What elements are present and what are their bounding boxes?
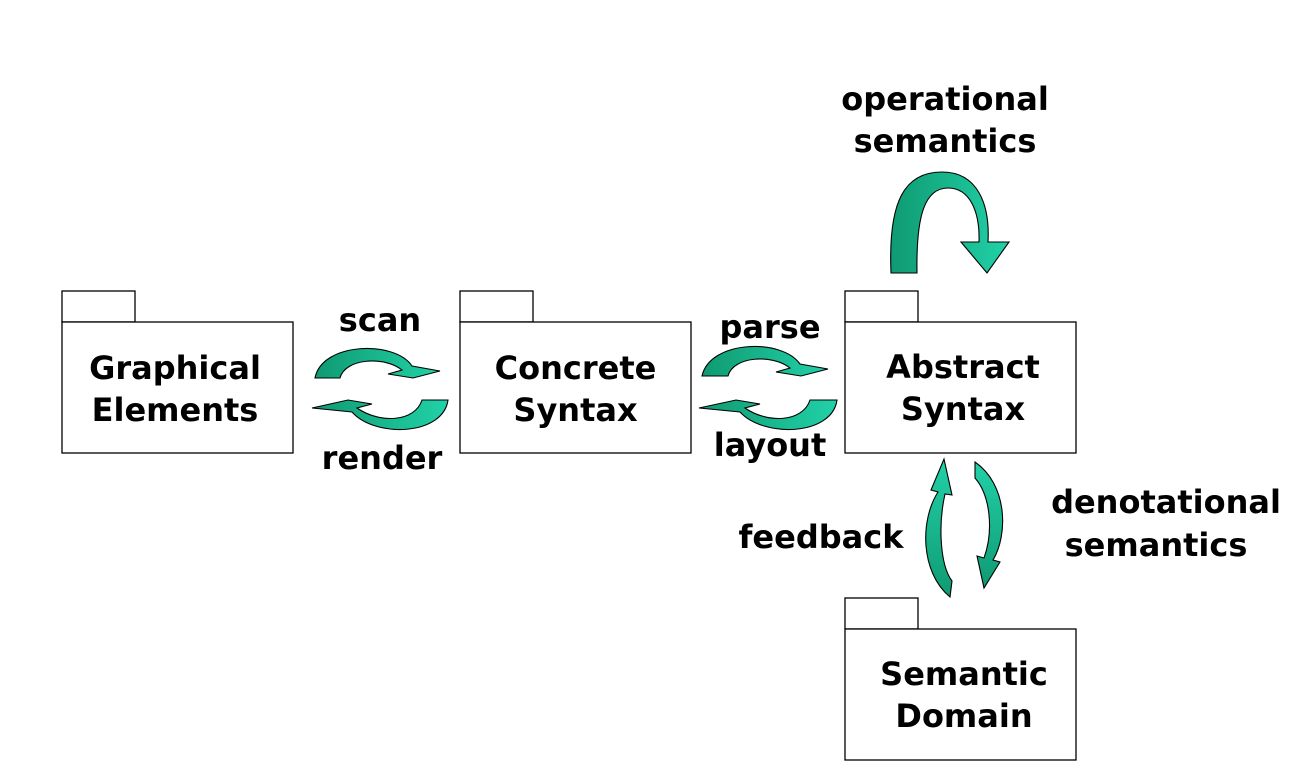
operational-label-line1: operational (841, 80, 1049, 118)
package-abstract-syntax (844, 290, 1077, 454)
package-label-line: Semantic (880, 655, 1048, 693)
package-label-line: Syntax (513, 391, 638, 429)
package-body (844, 628, 1077, 761)
parse-arrow-icon (701, 345, 829, 377)
render-label: render (321, 439, 443, 477)
denotational-label-line2: semantics (1064, 526, 1248, 564)
package-concrete-syntax (459, 290, 692, 454)
package-label-line: Concrete (494, 349, 657, 387)
package-body (844, 321, 1077, 454)
package-body (61, 321, 294, 454)
operational-label-line2: semantics (853, 122, 1037, 160)
package-body (459, 321, 692, 454)
feedback-arrow-icon (925, 457, 953, 599)
package-tab (844, 597, 919, 630)
package-label-graphical-elements: Graphical Elements (62, 347, 288, 431)
package-tab (459, 290, 534, 323)
package-label-abstract-syntax: Abstract Syntax (845, 346, 1081, 430)
scan-arrow-icon (314, 347, 441, 379)
denotational-label-line1: denotational (1051, 483, 1281, 521)
denotational-arrow-icon (974, 460, 1004, 590)
package-label-line: Domain (895, 697, 1033, 735)
operational-arrow-icon (890, 171, 1011, 274)
package-label-concrete-syntax: Concrete Syntax (460, 347, 691, 431)
package-tab (61, 290, 136, 323)
package-semantic-domain (844, 597, 1077, 761)
package-graphical-elements (61, 290, 294, 454)
package-label-line: Syntax (900, 390, 1026, 428)
layout-label: layout (713, 426, 827, 464)
package-label-line: Abstract (886, 348, 1040, 386)
scan-label: scan (338, 301, 422, 339)
render-arrow-icon (311, 399, 449, 431)
package-label-line: Graphical (89, 349, 261, 387)
parse-label: parse (719, 308, 821, 346)
package-label-semantic-domain: Semantic Domain (845, 653, 1083, 737)
layout-arrow-icon (698, 399, 838, 431)
package-tab (844, 290, 919, 323)
feedback-label: feedback (738, 518, 904, 556)
package-label-line: Elements (91, 391, 259, 429)
